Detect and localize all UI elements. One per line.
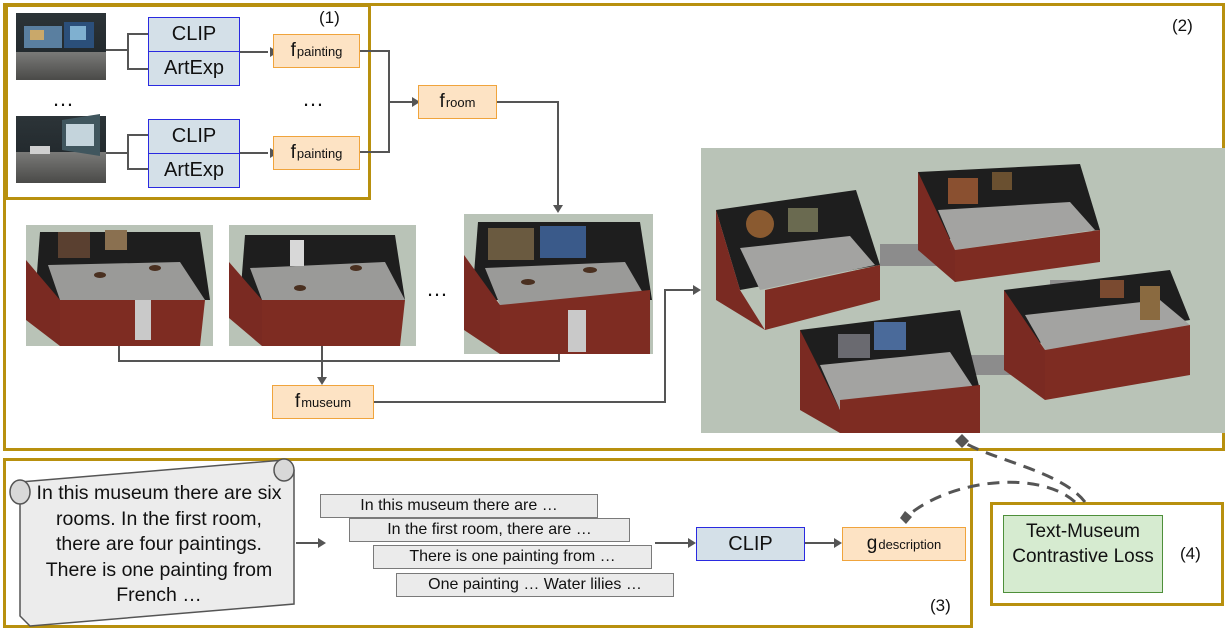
sentence-2: In the first room, there are … [349, 518, 630, 542]
feature-symbol: f [294, 391, 301, 412]
room-photo-2 [16, 114, 106, 183]
feature-symbol: g [866, 533, 878, 554]
document-scroll [9, 458, 295, 627]
sentence-4: One painting … Water lilies … [396, 573, 674, 597]
ellipsis-images: … [52, 86, 76, 111]
connectors [106, 33, 834, 544]
contrastive-loss-box: Text-Museum Contrastive Loss [1003, 515, 1163, 593]
room-render-2 [229, 225, 416, 346]
clip-encoder-2: CLIP [148, 119, 240, 154]
feature-symbol: f [439, 91, 445, 112]
feature-subscript: painting [296, 43, 343, 59]
contrastive-heads [900, 434, 969, 524]
ellipsis-features: … [302, 86, 326, 111]
description-text: In this museum there are six rooms. In t… [36, 482, 282, 606]
room-render-1 [26, 225, 213, 346]
panel-label-1: (1) [319, 8, 340, 27]
panel-painting-encoding [5, 4, 371, 200]
panel-text-encoding [3, 458, 973, 628]
feature-subscript: room [445, 94, 476, 110]
contrastive-links [904, 438, 1087, 520]
panel-loss [990, 502, 1224, 606]
room-photo-1 [16, 13, 106, 80]
panel-label-2: (2) [1172, 16, 1193, 35]
museum-overview [701, 148, 1225, 433]
feature-subscript: description [878, 536, 942, 552]
clip-encoder-1: CLIP [148, 17, 240, 52]
clip-text-encoder: CLIP [696, 527, 805, 561]
ellipsis-rooms: … [426, 276, 450, 301]
feature-symbol: f [290, 40, 296, 61]
artexp-encoder-2: ArtExp [148, 153, 240, 188]
panel-label-3: (3) [930, 596, 951, 615]
room-render-3 [464, 214, 653, 354]
feature-subscript: museum [301, 394, 352, 410]
feature-symbol: f [290, 142, 296, 163]
feature-subscript: painting [296, 145, 343, 161]
panel-label-4: (4) [1180, 544, 1201, 563]
sentence-3: There is one painting from … [373, 545, 652, 569]
sentence-1: In this museum there are … [320, 494, 598, 518]
artexp-encoder-1: ArtExp [148, 51, 240, 86]
